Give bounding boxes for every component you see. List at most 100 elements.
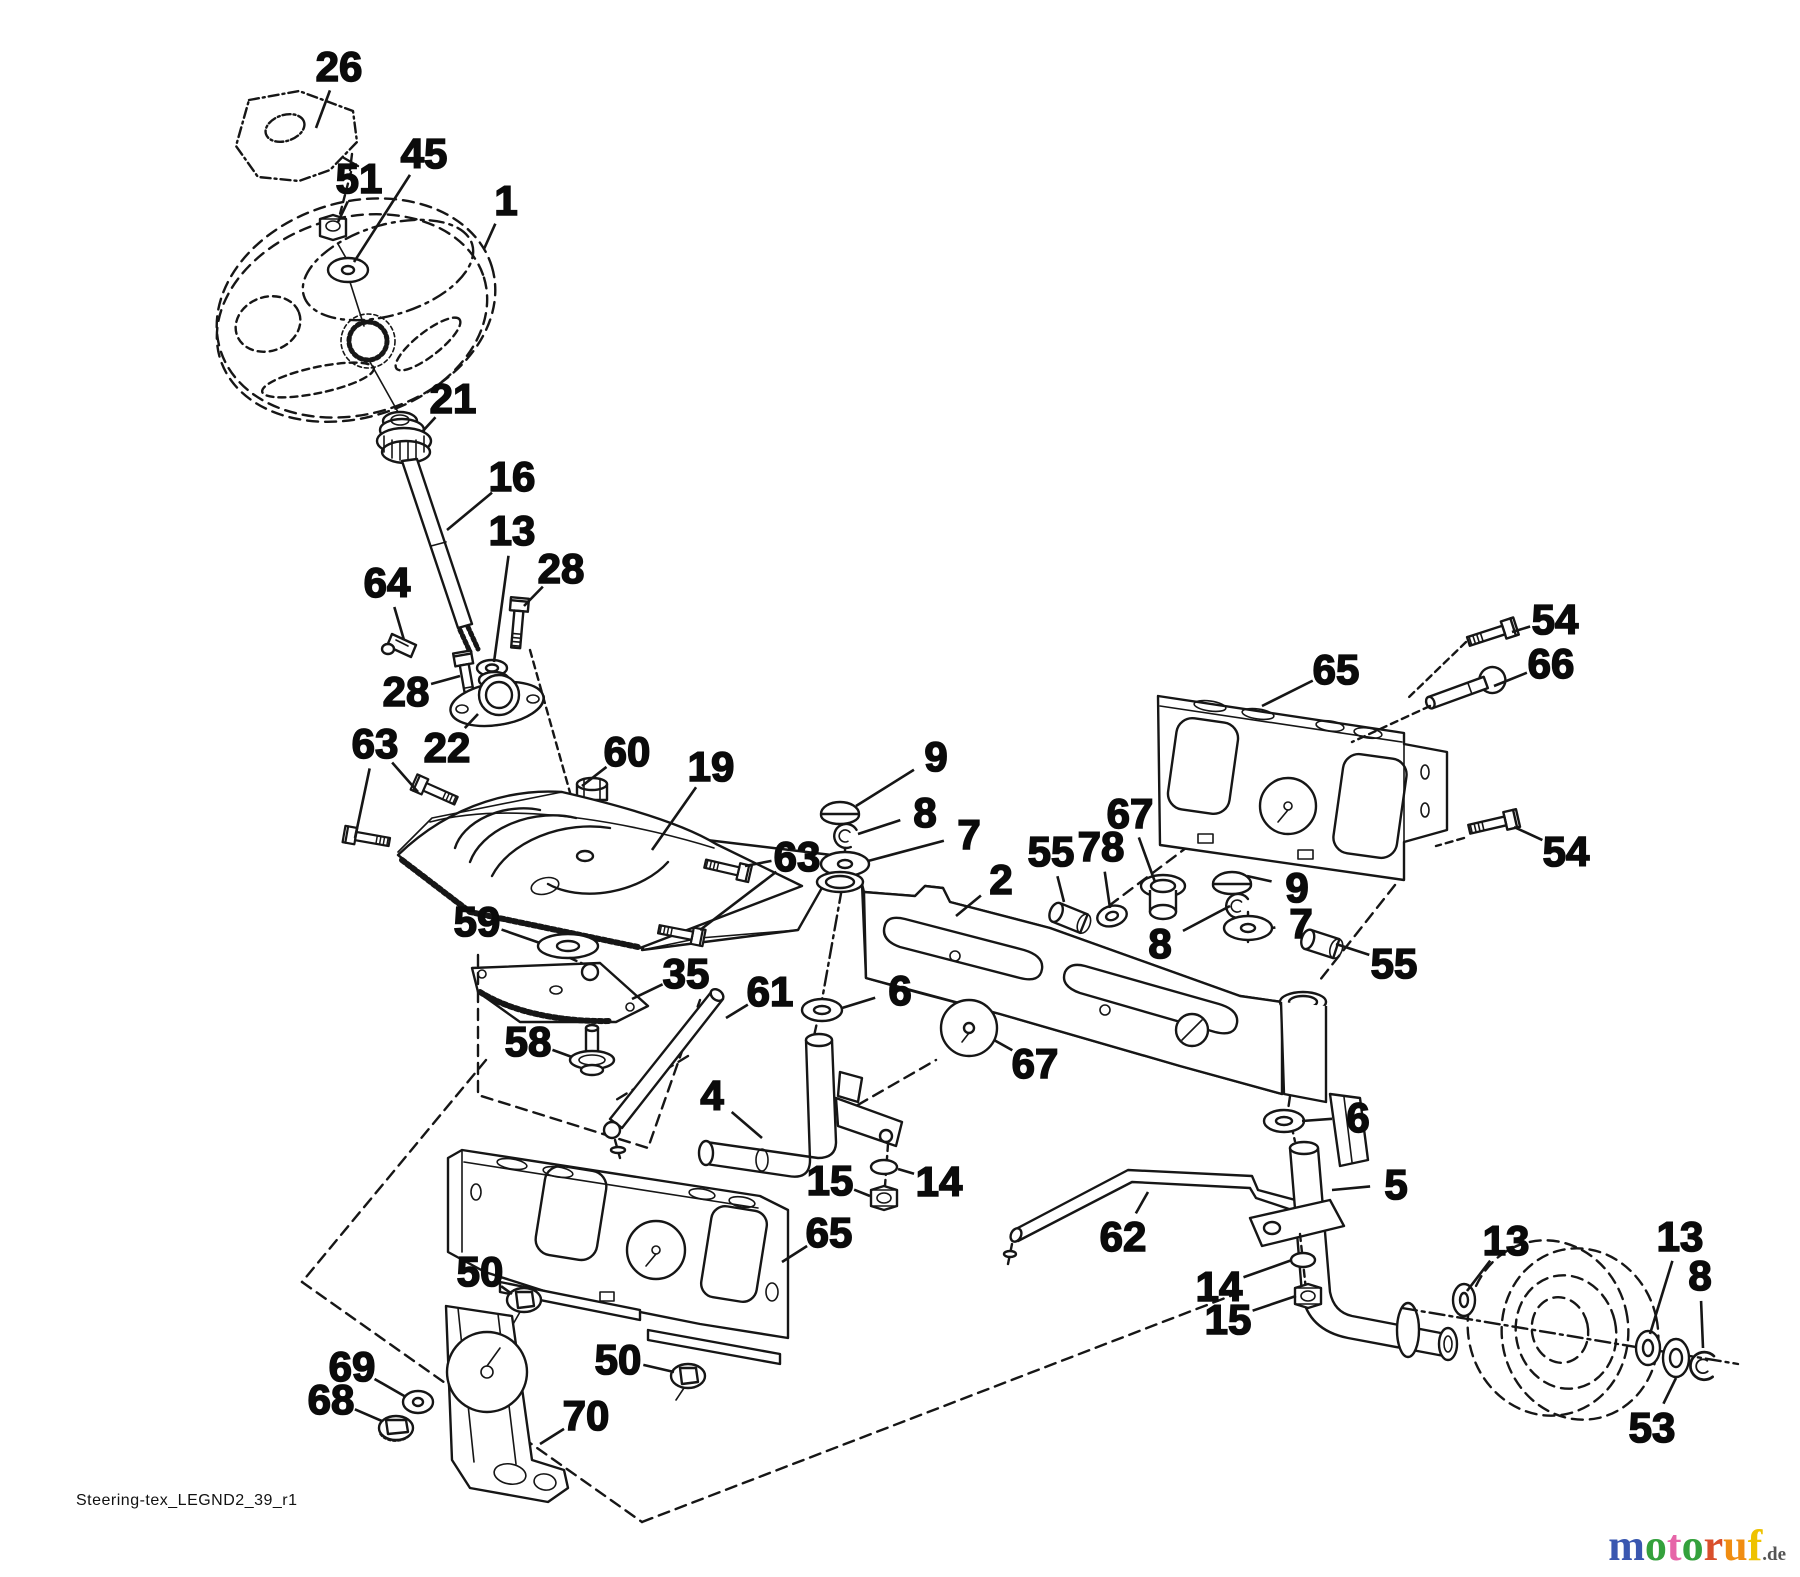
cap-9b <box>1211 870 1253 896</box>
callout-leader-7 <box>867 839 945 863</box>
callout-leader-2 <box>955 894 982 918</box>
part-callout-6: 6 <box>888 967 911 1014</box>
nut-15a <box>869 1184 899 1212</box>
callout-leader-35 <box>631 983 664 1001</box>
part-callout-65: 65 <box>806 1209 853 1256</box>
callout-leader-54 <box>1511 625 1531 634</box>
screw-50a <box>505 1286 543 1327</box>
callout-leader-14 <box>897 1167 915 1175</box>
part-callout-14: 14 <box>1196 1263 1243 1310</box>
washer-59 <box>536 932 600 968</box>
callout-leader-5 <box>1331 1185 1371 1192</box>
washer-69 <box>401 1389 435 1415</box>
part-callout-35: 35 <box>663 950 710 997</box>
callout-leader-14 <box>1243 1258 1293 1279</box>
callout-leader-65 <box>1261 679 1314 708</box>
callout-leader-50 <box>500 1285 513 1296</box>
part-callout-61: 61 <box>747 968 794 1015</box>
callout-leader-9 <box>855 768 915 808</box>
callout-leader-69 <box>373 1377 407 1399</box>
site-logo-letters: motoruf <box>1608 1521 1762 1570</box>
callout-leader-67 <box>993 1038 1013 1052</box>
part-callout-67: 67 <box>1107 790 1154 837</box>
callout-leader-78 <box>1103 871 1112 909</box>
callout-leader-6 <box>841 996 876 1010</box>
part-callout-26: 26 <box>316 43 363 90</box>
part-callout-9: 9 <box>1285 864 1308 911</box>
part-callout-2: 2 <box>989 856 1012 903</box>
part-callout-8: 8 <box>1688 1252 1711 1299</box>
callout-leader-4 <box>730 1110 763 1139</box>
part-callout-50: 50 <box>457 1248 504 1295</box>
part-callout-13: 13 <box>1657 1213 1704 1260</box>
callout-leader-13 <box>1648 1260 1674 1335</box>
callout-leader-45 <box>352 174 412 263</box>
flange-nut-68 <box>377 1414 415 1442</box>
callout-leader-22 <box>463 713 479 729</box>
shoulder-bolt-66 <box>1424 665 1507 710</box>
part-callout-63: 63 <box>352 720 399 767</box>
part-callout-55: 55 <box>1371 940 1418 987</box>
part-callout-9: 9 <box>924 733 947 780</box>
callout-leader-13 <box>1465 1259 1492 1292</box>
bolt-54a <box>1464 616 1520 652</box>
washer-78 <box>1096 904 1128 928</box>
part-callout-8: 8 <box>913 789 936 836</box>
callout-leader-53 <box>1662 1377 1678 1405</box>
callout-leader-1 <box>482 223 497 250</box>
washer-6a <box>800 997 844 1023</box>
part-callout-78: 78 <box>1078 823 1125 870</box>
callout-leader-8 <box>1182 904 1231 932</box>
callout-leader-13 <box>492 555 510 663</box>
callout-leader-61 <box>725 1003 749 1020</box>
bolt-54b <box>1466 808 1522 840</box>
part-callout-22: 22 <box>424 724 471 771</box>
site-logo: motoruf.de <box>1608 1524 1786 1568</box>
callout-leader-26 <box>314 89 332 129</box>
right-spindle-5 <box>1248 1092 1459 1362</box>
hub-washer-45 <box>326 256 370 284</box>
left-spindle-4 <box>697 997 904 1212</box>
callout-leader-58 <box>551 1048 573 1059</box>
part-callout-66: 66 <box>1528 640 1575 687</box>
site-logo-letter: t <box>1666 1521 1682 1570</box>
part-callout-1: 1 <box>494 177 517 224</box>
part-callout-55: 55 <box>1028 828 1075 875</box>
part-callout-21: 21 <box>430 375 477 422</box>
site-logo-letter: o <box>1644 1521 1667 1570</box>
callout-leader-6 <box>1301 1117 1333 1123</box>
callout-leader-28 <box>430 674 461 686</box>
part-callout-13: 13 <box>489 507 536 554</box>
drag-link-61 <box>602 987 725 1160</box>
screw-50b <box>669 1362 707 1401</box>
part-callout-54: 54 <box>1543 828 1590 875</box>
site-logo-suffix: .de <box>1762 1544 1786 1565</box>
site-logo-letter: o <box>1681 1521 1704 1570</box>
part-callout-4: 4 <box>700 1072 724 1119</box>
bearing-67a <box>1139 873 1187 921</box>
part-callout-5: 5 <box>1384 1161 1407 1208</box>
callout-leader-50 <box>643 1363 675 1374</box>
callout-leader-16 <box>446 491 493 531</box>
callout-leader-21 <box>421 416 437 433</box>
key-64 <box>380 632 418 659</box>
part-callout-8: 8 <box>1148 920 1171 967</box>
part-callout-69: 69 <box>329 1343 376 1390</box>
part-callout-68: 68 <box>308 1376 355 1423</box>
callout-leader-19 <box>650 786 698 851</box>
callout-leader-55 <box>1335 942 1370 957</box>
steering-boot-21 <box>375 410 433 465</box>
washer-13a <box>1451 1282 1477 1318</box>
part-callout-28: 28 <box>383 668 430 715</box>
callout-leader-64 <box>393 606 406 641</box>
part-callout-53: 53 <box>1629 1404 1676 1451</box>
part-callout-16: 16 <box>489 453 536 500</box>
callout-leader-62 <box>1134 1191 1150 1215</box>
part-callout-28: 28 <box>538 545 585 592</box>
part-callout-14: 14 <box>916 1158 963 1205</box>
part-callout-15: 15 <box>807 1157 854 1204</box>
callout-leader-63 <box>699 870 778 932</box>
callout-leader-9 <box>1246 874 1272 883</box>
bearing-assembly-22 <box>449 673 546 728</box>
part-callout-45: 45 <box>401 130 448 177</box>
